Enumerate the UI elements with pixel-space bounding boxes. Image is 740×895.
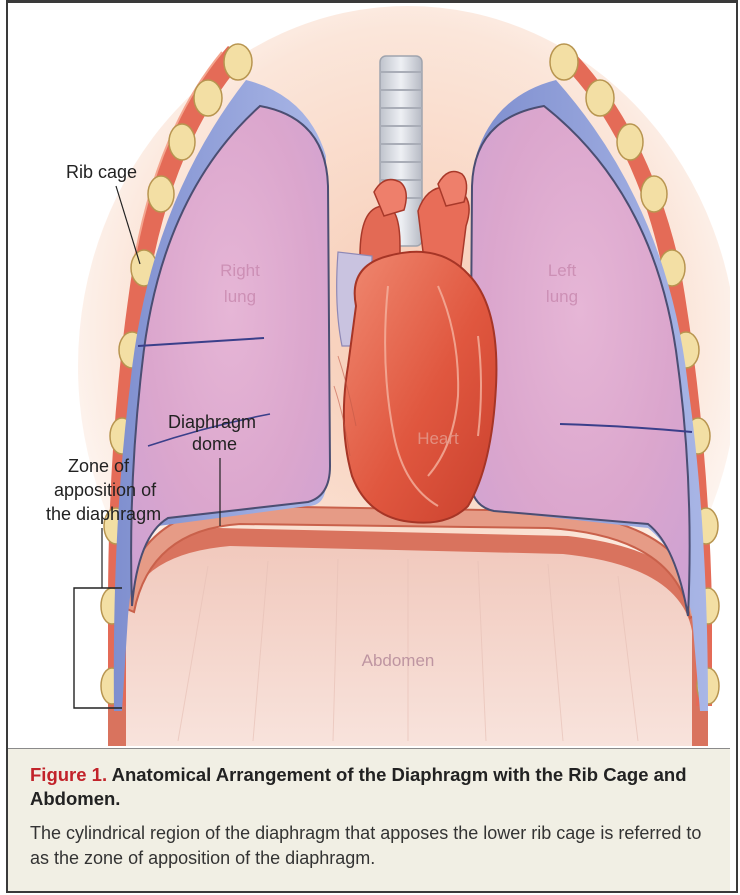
anatomy-illustration: Right lung Left lung Heart Abdomen Rib c…: [8, 6, 730, 748]
left-lung-label-1: Left: [548, 261, 577, 280]
rib-cage-label: Rib cage: [66, 162, 137, 182]
heart-label: Heart: [417, 429, 459, 448]
right-lung-label-2: lung: [224, 287, 256, 306]
heart: [344, 252, 497, 523]
abdomen-region: [108, 528, 708, 746]
zone-label-1: Zone of: [68, 456, 130, 476]
right-lung-label-1: Right: [220, 261, 260, 280]
left-lung-label-2: lung: [546, 287, 578, 306]
diaphragm-dome-label-1: Diaphragm: [168, 412, 256, 432]
caption-body: The cylindrical region of the diaphragm …: [30, 821, 708, 871]
abdomen-label: Abdomen: [362, 651, 435, 670]
figure-caption: Figure 1. Anatomical Arrangement of the …: [8, 748, 730, 891]
caption-title-text: Anatomical Arrangement of the Diaphragm …: [30, 764, 687, 809]
diaphragm-dome-label-2: dome: [192, 434, 237, 454]
caption-title: Figure 1. Anatomical Arrangement of the …: [30, 763, 708, 811]
zone-label-2: apposition of: [54, 480, 157, 500]
figure-number: Figure 1.: [30, 764, 107, 785]
zone-label-3: the diaphragm: [46, 504, 161, 524]
